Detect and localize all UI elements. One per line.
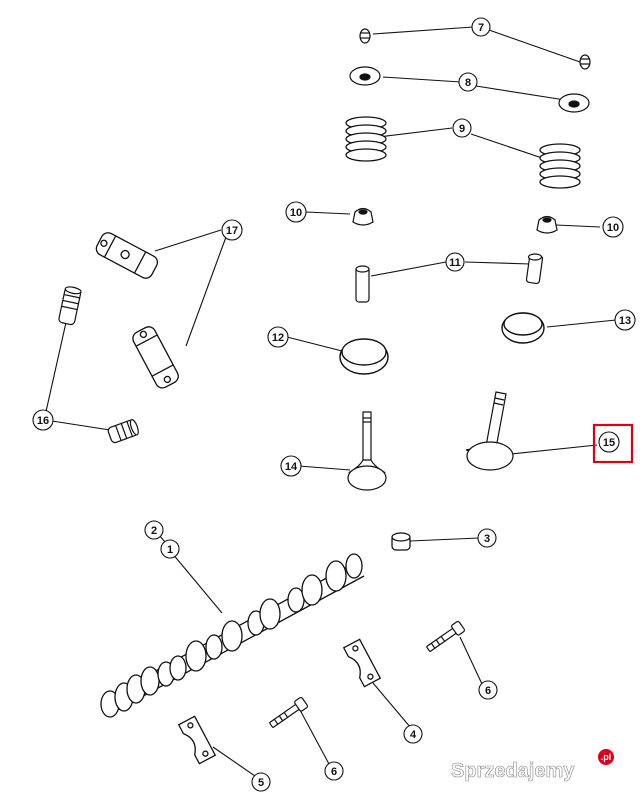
callout-11-label: 11	[449, 257, 461, 269]
callout-8-label: 8	[465, 77, 471, 89]
watermark-badge	[598, 749, 614, 765]
callout-circle	[251, 772, 271, 792]
callout-circle	[598, 431, 620, 453]
callout-14-label: 14	[285, 461, 298, 473]
watermark: Sprzedajemy .pl	[451, 749, 614, 782]
callout-circle	[267, 326, 289, 348]
callout-15-label: 15	[603, 437, 615, 449]
callout-circle	[471, 17, 491, 37]
valve-spring-retainer-part	[349, 66, 590, 113]
callout-circle	[445, 252, 465, 272]
callout-12-label: 12	[272, 332, 284, 344]
bearing-cap-part	[177, 638, 382, 765]
rocker-arm-part	[95, 232, 179, 389]
intake-valve-part	[347, 411, 387, 491]
leader-lines	[44, 26, 617, 777]
callout-circle	[452, 118, 472, 138]
callout-1-label: 1	[167, 544, 173, 556]
callout-circle	[221, 219, 243, 241]
callout-circle	[280, 455, 302, 477]
callout-labels: 7 8 9 10 10 11 12 13 14 15 16 17 2 1 3 4…	[37, 22, 631, 789]
callout-9-label: 9	[459, 123, 465, 135]
valve-spring-part	[345, 116, 581, 189]
callout-circle	[285, 201, 307, 223]
callout-13-label: 13	[619, 315, 631, 327]
callout-circle	[478, 680, 498, 700]
watermark-text: Sprzedajemy	[451, 760, 575, 782]
callout-circle	[602, 216, 624, 238]
callout-10-label: 10	[607, 222, 619, 234]
camshaft-part	[100, 553, 365, 718]
callout-circle	[614, 309, 636, 331]
valve-guide-part	[355, 253, 544, 303]
callout-5-label: 5	[258, 777, 264, 789]
callout-circle	[144, 520, 164, 540]
callout-2-label: 2	[151, 525, 157, 537]
callout-17-label: 17	[226, 225, 238, 237]
callout-10-label: 10	[290, 207, 302, 219]
callout-bubbles	[32, 17, 636, 792]
callout-circle	[458, 72, 478, 92]
callout-6-label: 6	[331, 766, 337, 778]
highlight-box	[592, 423, 634, 464]
exhaust-valve-part	[465, 391, 514, 471]
camshaft-plug-part	[391, 532, 411, 551]
callout-16-label: 16	[37, 415, 49, 427]
valve-seat-insert-part	[339, 312, 545, 375]
callout-6-label: 6	[485, 685, 491, 697]
valve-keeper-part	[359, 28, 591, 70]
callout-circle	[477, 528, 497, 548]
callout-circle	[160, 539, 180, 559]
watermark-badge-text: .pl	[601, 752, 612, 762]
callout-4-label: 4	[410, 729, 417, 741]
callout-circle	[324, 761, 344, 781]
bearing-cap-bolt-part	[269, 620, 466, 728]
callout-3-label: 3	[484, 533, 490, 545]
callout-7-label: 7	[478, 22, 484, 34]
callout-circle	[32, 409, 54, 431]
valve-stem-seal-part	[352, 207, 558, 234]
callout-circle	[403, 724, 423, 744]
hydraulic-lash-adjuster-part	[58, 286, 139, 444]
